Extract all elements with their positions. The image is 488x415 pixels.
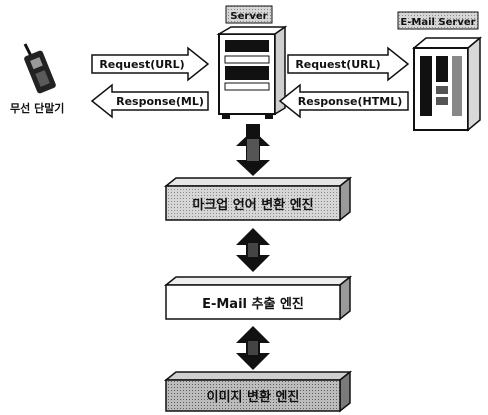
response-ml-label: Response(ML) [116,95,204,108]
server-icon [216,25,288,119]
server-label-box [225,5,273,24]
double-arrow-engine2-engine3 [236,326,270,370]
request-url-left-label: Request(URL) [99,58,184,71]
request-url-arrow-right [287,46,410,82]
email-server-icon [411,36,483,132]
email-extraction-engine-box [163,275,353,321]
response-ml-arrow [90,83,209,119]
engine-label-1: 마크업 언어 변환 엔진 [192,197,313,213]
mobile-phone-icon [23,43,56,94]
image-conversion-engine-box [163,370,353,413]
double-arrow-engine1-engine2 [236,228,270,272]
device-label: 무선 단말기 [10,101,64,115]
response-html-arrow [278,83,409,119]
request-url-arrow-left [91,46,210,82]
email-server-label: E-Mail Server [400,17,475,28]
markup-conversion-engine-box [163,176,353,222]
server-label: Server [230,11,267,22]
email-server-label-box [397,11,479,30]
engine-label-2: E-Mail 추출 엔진 [202,296,304,312]
response-html-label: Response(HTML) [298,95,402,108]
engine-label-3: 이미지 변환 엔진 [207,389,300,405]
request-url-right-label: Request(URL) [295,58,380,71]
double-arrow-server-engine1 [236,124,270,176]
